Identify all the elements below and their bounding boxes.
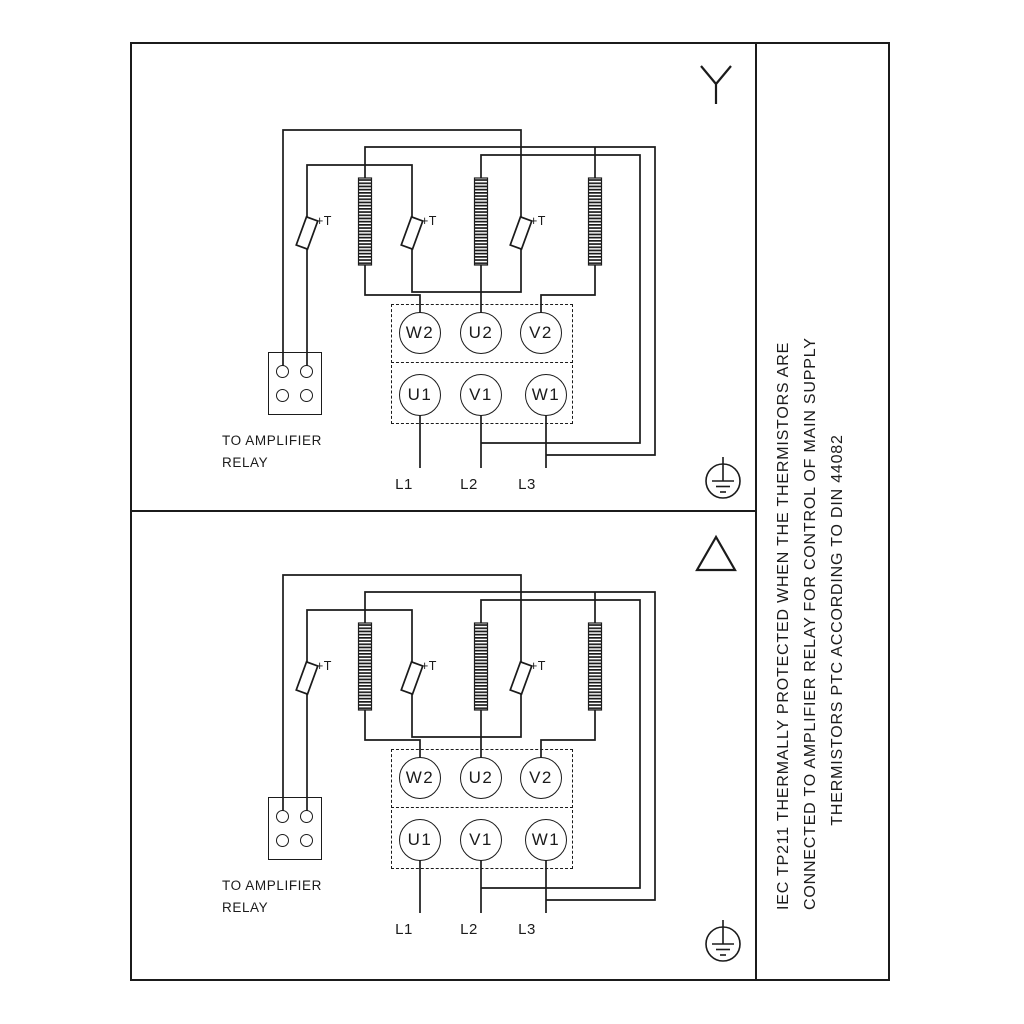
terminal-v1: V1 <box>460 374 502 416</box>
relay-note-line1: TO AMPLIFIER <box>222 433 322 448</box>
terminal-w1: W1 <box>525 819 567 861</box>
terminal-board-outline <box>391 304 573 424</box>
terminal-w2: W2 <box>399 757 441 799</box>
side-note-line2: CONNECTED TO AMPLIFIER RELAY FOR CONTROL… <box>802 337 819 910</box>
wye-symbol-icon <box>700 65 732 104</box>
terminal-w1: W1 <box>525 374 567 416</box>
terminal-board-outline <box>391 749 573 869</box>
side-note-line3: THERMISTORS PTC ACCORDING TO DIN 44082 <box>829 434 846 826</box>
relay-contact <box>276 810 289 823</box>
delta-symbol-icon <box>695 534 737 572</box>
relay-contact <box>276 834 289 847</box>
mains-label-l1: L1 <box>395 476 413 493</box>
mains-label-l3: L3 <box>518 921 536 938</box>
terminal-board-row-divider <box>391 362 573 363</box>
amplifier-relay-connector <box>268 352 322 415</box>
relay-note-line1: TO AMPLIFIER <box>222 878 322 893</box>
thermistor-label: +T <box>316 659 332 673</box>
relay-note-line2: RELAY <box>222 455 269 470</box>
terminal-board-row-divider <box>391 807 573 808</box>
relay-contact <box>300 365 313 378</box>
terminal-v2: V2 <box>520 757 562 799</box>
side-note: IEC TP211 THERMALLY PROTECTED WHEN THE T… <box>770 337 854 910</box>
earth-symbol-icon-top <box>705 456 741 499</box>
mains-label-l3: L3 <box>518 476 536 493</box>
thermistor-label: +T <box>421 214 437 228</box>
relay-contact <box>300 834 313 847</box>
relay-note-line2: RELAY <box>222 900 269 915</box>
terminal-v2: V2 <box>520 312 562 354</box>
mains-label-l1: L1 <box>395 921 413 938</box>
side-note-line1: IEC TP211 THERMALLY PROTECTED WHEN THE T… <box>775 341 792 910</box>
earth-symbol-icon-bottom <box>705 919 741 962</box>
mains-label-l2: L2 <box>460 921 478 938</box>
terminal-u1: U1 <box>399 819 441 861</box>
thermistor-label: +T <box>421 659 437 673</box>
terminal-u1: U1 <box>399 374 441 416</box>
thermistor-label: +T <box>530 214 546 228</box>
thermistor-label: +T <box>316 214 332 228</box>
terminal-u2: U2 <box>460 757 502 799</box>
terminal-v1: V1 <box>460 819 502 861</box>
relay-contact <box>276 365 289 378</box>
relay-contact <box>300 810 313 823</box>
panel-divider <box>130 510 757 512</box>
amplifier-relay-connector <box>268 797 322 860</box>
terminal-w2: W2 <box>399 312 441 354</box>
relay-contact <box>300 389 313 402</box>
mains-label-l2: L2 <box>460 476 478 493</box>
relay-contact <box>276 389 289 402</box>
terminal-u2: U2 <box>460 312 502 354</box>
thermistor-label: +T <box>530 659 546 673</box>
